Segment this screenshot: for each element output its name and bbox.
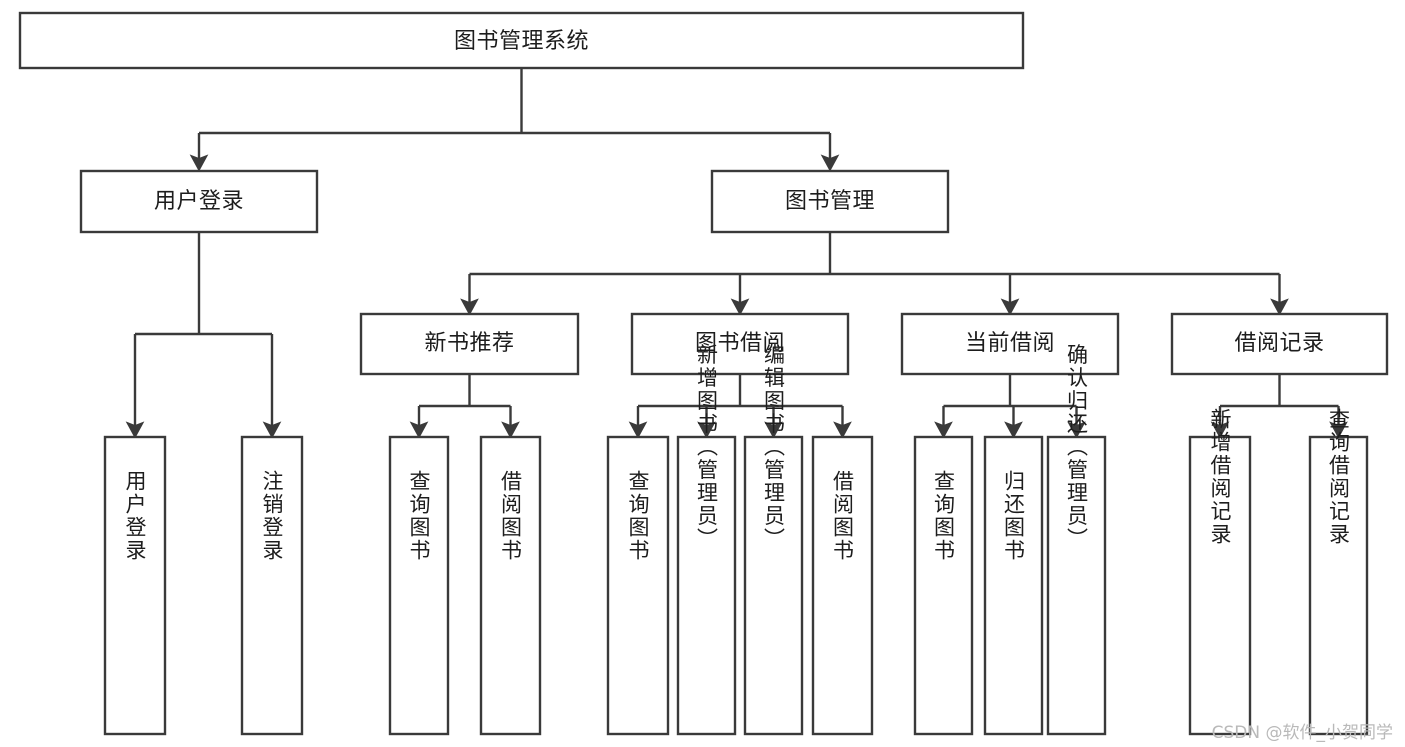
node-borrow-record-box[interactable] [1170, 312, 1389, 376]
node-leaf-query-book-3-label: 查询图书 [932, 470, 956, 562]
node-leaf-borrow-book-1[interactable]: 借阅图书 [479, 435, 542, 736]
node-leaf-user-login-label: 用户登录 [123, 470, 147, 562]
node-leaf-confirm-return-box[interactable] [1046, 435, 1107, 736]
node-leaf-add-borrow-record-box[interactable] [1188, 435, 1252, 736]
node-leaf-query-book-2[interactable]: 查询图书 [606, 435, 670, 736]
node-leaf-user-login-box[interactable] [103, 435, 167, 736]
node-leaf-borrow-book-1-label: 借阅图书 [499, 470, 523, 562]
node-leaf-query-borrow-record-box[interactable] [1308, 435, 1369, 736]
node-new-book-recommend[interactable]: 新书推荐 [359, 312, 580, 376]
node-leaf-borrow-book-2-box[interactable] [811, 435, 874, 736]
node-leaf-query-book-2-label: 查询图书 [626, 470, 650, 562]
node-new-book-recommend-box[interactable] [359, 312, 580, 376]
node-book-borrow-label: 图书借阅 [695, 331, 785, 356]
node-leaf-query-book-1-box[interactable] [388, 435, 450, 736]
node-root-system-box[interactable] [18, 11, 1025, 70]
node-user-login-label: 用户登录 [154, 189, 244, 214]
node-current-borrow-label: 当前借阅 [965, 331, 1055, 356]
node-root-system-label: 图书管理系统 [454, 29, 589, 54]
node-user-login-box[interactable] [79, 169, 319, 234]
node-leaf-logout-login-box[interactable] [240, 435, 304, 736]
node-leaf-edit-book-label: 编辑图书（管理员） [762, 344, 786, 551]
node-leaf-add-book[interactable]: 新增图书（管理员） [676, 344, 737, 736]
connectors-group [125, 68, 1348, 439]
node-leaf-query-book-1[interactable]: 查询图书 [388, 435, 450, 736]
node-leaf-confirm-return-label: 确认归还（管理员） [1065, 344, 1089, 551]
node-leaf-logout-login-label: 注销登录 [260, 470, 284, 562]
node-leaf-add-borrow-record[interactable]: 新增借阅记录 [1188, 408, 1252, 736]
node-root-system[interactable]: 图书管理系统 [18, 11, 1025, 70]
node-leaf-return-book[interactable]: 归还图书 [983, 435, 1044, 736]
node-book-management-label: 图书管理 [785, 189, 875, 214]
node-leaf-query-book-3[interactable]: 查询图书 [913, 435, 974, 736]
csdn-watermark: CSDN @软件_小贺同学 [1211, 723, 1393, 743]
node-book-borrow[interactable]: 图书借阅 [630, 312, 850, 376]
node-new-book-recommend-label: 新书推荐 [424, 331, 514, 356]
node-leaf-add-borrow-record-label: 新增借阅记录 [1208, 408, 1232, 546]
node-leaf-borrow-book-2[interactable]: 借阅图书 [811, 435, 874, 736]
node-leaf-logout-login[interactable]: 注销登录 [240, 435, 304, 736]
node-leaf-query-book-2-box[interactable] [606, 435, 670, 736]
node-book-borrow-box[interactable] [630, 312, 850, 376]
node-borrow-record[interactable]: 借阅记录 [1170, 312, 1389, 376]
node-book-management-box[interactable] [710, 169, 950, 234]
node-leaf-confirm-return[interactable]: 确认归还（管理员） [1046, 344, 1107, 736]
node-current-borrow-box[interactable] [900, 312, 1120, 376]
node-leaf-user-login[interactable]: 用户登录 [103, 435, 167, 736]
node-leaf-add-book-box[interactable] [676, 435, 737, 736]
node-leaf-query-book-1-label: 查询图书 [407, 470, 431, 562]
node-leaf-query-borrow-record[interactable]: 查询借阅记录 [1308, 408, 1369, 736]
node-leaf-borrow-book-1-box[interactable] [479, 435, 542, 736]
node-leaf-return-book-label: 归还图书 [1002, 470, 1026, 562]
node-leaf-edit-book-box[interactable] [743, 435, 804, 736]
node-leaf-edit-book[interactable]: 编辑图书（管理员） [743, 344, 804, 736]
node-leaf-return-book-box[interactable] [983, 435, 1044, 736]
node-user-login[interactable]: 用户登录 [79, 169, 319, 234]
node-borrow-record-label: 借阅记录 [1234, 331, 1324, 356]
node-leaf-query-borrow-record-label: 查询借阅记录 [1327, 408, 1351, 546]
node-leaf-query-book-3-box[interactable] [913, 435, 974, 736]
node-book-management[interactable]: 图书管理 [710, 169, 950, 234]
node-current-borrow[interactable]: 当前借阅 [900, 312, 1120, 376]
node-leaf-add-book-label: 新增图书（管理员） [695, 344, 719, 551]
node-leaf-borrow-book-2-label: 借阅图书 [831, 470, 855, 562]
